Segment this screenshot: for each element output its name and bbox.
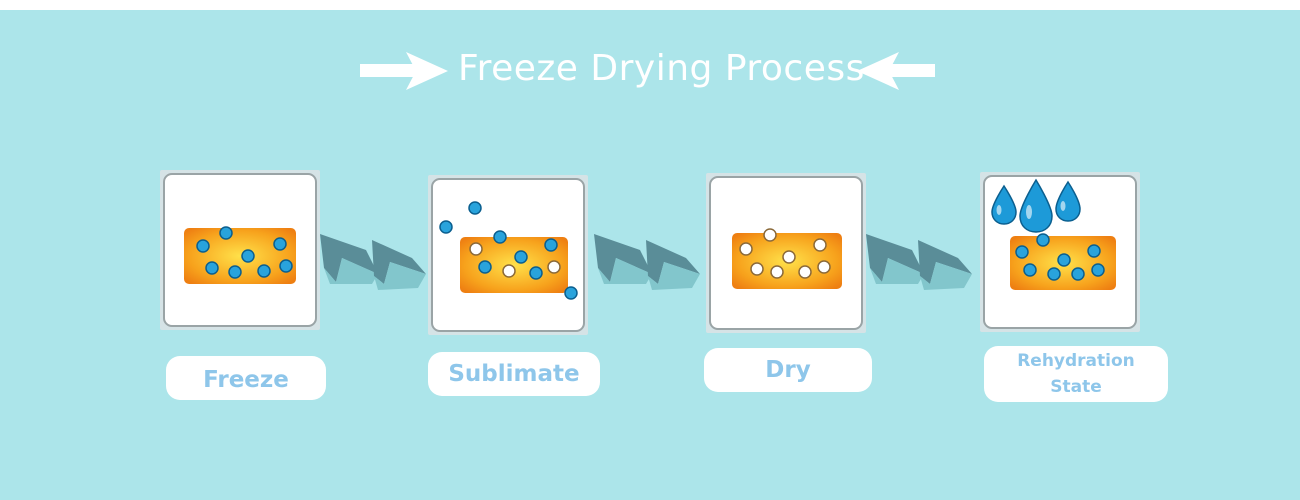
step-label-line: Rehydration xyxy=(984,348,1168,374)
left-arrow-icon xyxy=(857,52,937,90)
right-arrow-icon xyxy=(360,52,450,90)
double-chevron-arrow-icon xyxy=(866,222,976,302)
rehydrated-food-block-icon xyxy=(980,172,1140,332)
frozen-food-block-icon xyxy=(160,170,320,330)
step-label-dry: Dry xyxy=(704,348,872,392)
diagram-canvas: Freeze Drying Process xyxy=(0,10,1300,500)
step-sublimate-card xyxy=(428,175,588,335)
sublimating-food-block-icon xyxy=(428,175,588,335)
water-drop-icon xyxy=(992,180,1080,232)
step-dry-card xyxy=(706,173,866,333)
step-label-sublimate: Sublimate xyxy=(428,352,600,396)
step-label-rehydration: Rehydration State xyxy=(984,346,1168,402)
step-rehydration-card xyxy=(980,172,1140,332)
step-freeze-card xyxy=(160,170,320,330)
step-label-freeze: Freeze xyxy=(166,356,326,400)
page-title: Freeze Drying Process xyxy=(458,48,865,89)
double-chevron-arrow-icon xyxy=(320,222,430,302)
dried-food-block-icon xyxy=(706,173,866,333)
double-chevron-arrow-icon xyxy=(594,222,704,302)
title-row: Freeze Drying Process xyxy=(360,40,940,100)
step-label-line: State xyxy=(984,374,1168,400)
